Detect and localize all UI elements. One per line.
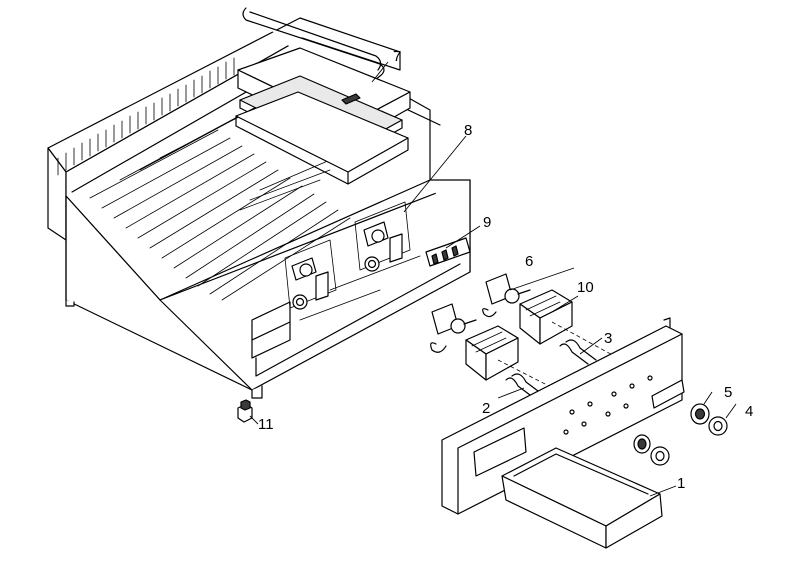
callout-7: 7 xyxy=(393,48,401,65)
griddle-plate-assembly xyxy=(235,7,411,185)
callout-labels: 1 2 3 4 5 6 7 8 9 10 11 xyxy=(258,48,753,492)
callout-8: 8 xyxy=(464,122,472,139)
washer-lower xyxy=(650,446,670,466)
callout-11: 11 xyxy=(258,416,274,433)
terminal-block xyxy=(425,237,471,267)
callout-5: 5 xyxy=(724,384,732,401)
control-knob-lower xyxy=(633,434,651,454)
exploded-regulator-upper xyxy=(519,289,573,345)
lamp-wires xyxy=(505,339,597,399)
callout-1: 1 xyxy=(677,475,685,492)
callout-10: 10 xyxy=(577,279,594,296)
callout-2: 2 xyxy=(482,400,490,417)
front-control-panel xyxy=(441,317,685,515)
callout-4: 4 xyxy=(745,403,753,420)
exploded-regulator-lower xyxy=(465,325,519,381)
fat-collection-drawer xyxy=(501,447,663,549)
exploded-thermostat-lower xyxy=(430,303,477,353)
adjustable-foot xyxy=(237,399,253,423)
callout-6: 6 xyxy=(525,253,533,270)
body-thermostats xyxy=(291,221,403,310)
callout-3: 3 xyxy=(604,330,612,347)
callout-leaders xyxy=(249,61,737,497)
washer-upper xyxy=(708,416,728,436)
control-knob-upper xyxy=(690,403,710,425)
panel-holes xyxy=(563,375,653,435)
backsplash-ribs xyxy=(57,57,235,176)
callout-9: 9 xyxy=(483,214,491,231)
